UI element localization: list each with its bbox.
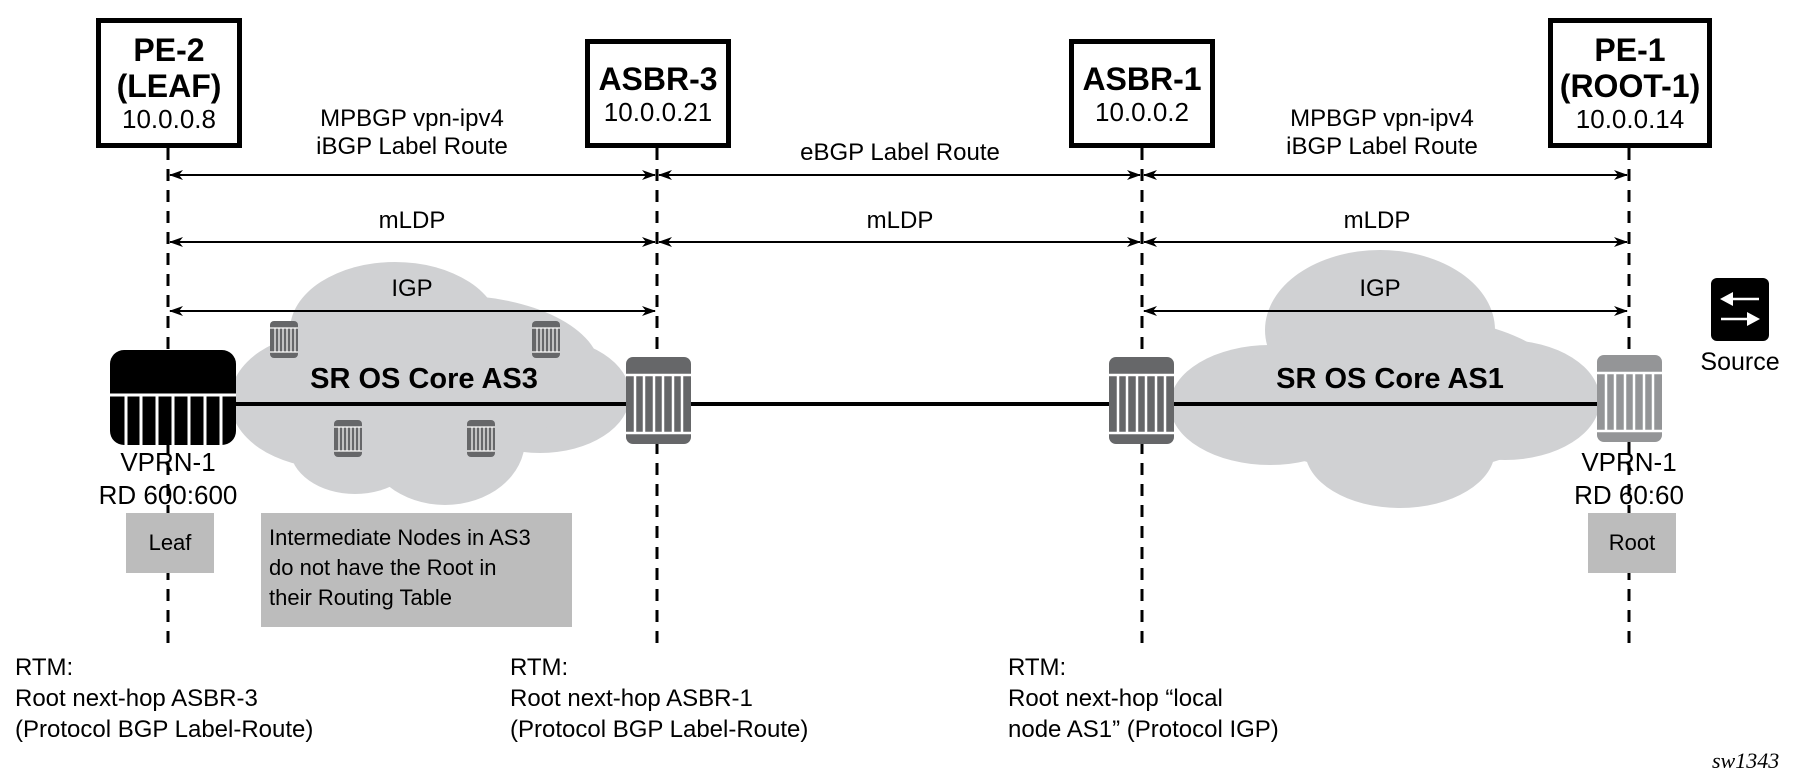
rtm-line: RTM:	[510, 654, 569, 681]
rtm-line: (Protocol BGP Label-Route)	[510, 716, 809, 743]
session-arrows	[169, 170, 1628, 316]
label-line: iBGP Label Route	[1286, 133, 1478, 160]
node-role: (ROOT-1)	[1559, 68, 1701, 104]
node-role: (LEAF)	[116, 68, 222, 104]
note-line: Intermediate Nodes in AS3	[269, 525, 531, 550]
bgp-session-label-1: MPBGP vpn-ipv4 iBGP Label Route	[262, 105, 562, 161]
node-ip: 10.0.0.14	[1575, 104, 1685, 134]
vprn-rd: RD 60:60	[1574, 480, 1684, 510]
pe2-node-box: PE-2 (LEAF) 10.0.0.8	[96, 18, 242, 148]
rtm-pe2: RTM: Root next-hop ASBR-3 (Protocol BGP …	[15, 652, 313, 745]
cloud-as3	[230, 262, 630, 505]
note-line: do not have the Root in	[269, 555, 497, 580]
vprn-name: VPRN-1	[120, 447, 216, 477]
asbr1-node-box: ASBR-1 10.0.0.2	[1069, 39, 1215, 148]
root-tag: Root	[1588, 513, 1676, 573]
rtm-line: Root next-hop “local	[1008, 685, 1223, 712]
node-name: ASBR-1	[1082, 60, 1202, 97]
rtm-asbr3: RTM: Root next-hop ASBR-1 (Protocol BGP …	[510, 652, 808, 745]
label-line: MPBGP vpn-ipv4	[1290, 105, 1474, 132]
asbr3-router-icon	[626, 357, 691, 444]
source-arrows-icon	[1711, 278, 1769, 341]
asbr3-node-box: ASBR-3 10.0.0.21	[585, 39, 731, 148]
bgp-session-label-2: eBGP Label Route	[750, 139, 1050, 167]
vprn-name: VPRN-1	[1581, 447, 1677, 477]
cloud-as3-label: SR OS Core AS3	[310, 363, 538, 395]
rtm-line: (Protocol BGP Label-Route)	[15, 716, 314, 743]
label-line: iBGP Label Route	[316, 133, 508, 160]
igp-label-1: IGP	[391, 275, 433, 302]
intermediate-router-icon	[466, 419, 496, 458]
intermediate-router-icon	[333, 419, 363, 458]
mldp-label-3: mLDP	[1343, 207, 1411, 234]
asbr1-router-icon	[1109, 357, 1174, 444]
note-line: their Routing Table	[269, 585, 453, 610]
pe2-router-icon	[110, 350, 236, 445]
vprn-rd: RD 600:600	[98, 480, 238, 510]
intermediate-router-icon	[531, 320, 561, 359]
leaf-tag: Leaf	[126, 513, 214, 573]
mldp-label-2: mLDP	[866, 207, 934, 234]
node-ip: 10.0.0.2	[1095, 96, 1189, 127]
rtm-line: RTM:	[15, 654, 74, 681]
bgp-session-label-3: MPBGP vpn-ipv4 iBGP Label Route	[1232, 105, 1532, 161]
figure-id: sw1343	[1712, 748, 1780, 773]
source-label: Source	[1700, 348, 1780, 376]
vprn-leaf-label: VPRN-1 RD 600:600	[68, 446, 268, 512]
rtm-line: Root next-hop ASBR-1	[510, 685, 753, 712]
igp-label-2: IGP	[1359, 275, 1401, 302]
intermediate-nodes-note: Intermediate Nodes in AS3 do not have th…	[261, 513, 572, 627]
rtm-line: Root next-hop ASBR-3	[15, 685, 258, 712]
cloud-as1-label: SR OS Core AS1	[1276, 363, 1504, 395]
rtm-line: RTM:	[1008, 654, 1067, 681]
rtm-asbr1: RTM: Root next-hop “local node AS1” (Pro…	[1008, 652, 1279, 745]
node-ip: 10.0.0.21	[603, 96, 713, 127]
vprn-root-label: VPRN-1 RD 60:60	[1529, 446, 1729, 512]
pe1-node-box: PE-1 (ROOT-1) 10.0.0.14	[1548, 18, 1712, 148]
mldp-label-1: mLDP	[378, 207, 446, 234]
rtm-line: node AS1” (Protocol IGP)	[1008, 716, 1279, 743]
node-name: PE-2	[133, 32, 205, 68]
label-line: MPBGP vpn-ipv4	[320, 105, 504, 132]
intermediate-router-icon	[269, 320, 299, 359]
node-name: PE-1	[1594, 32, 1666, 68]
label-line: eBGP Label Route	[800, 139, 1000, 166]
node-ip: 10.0.0.8	[122, 104, 216, 134]
pe1-router-icon	[1597, 355, 1662, 442]
node-name: ASBR-3	[598, 60, 718, 97]
